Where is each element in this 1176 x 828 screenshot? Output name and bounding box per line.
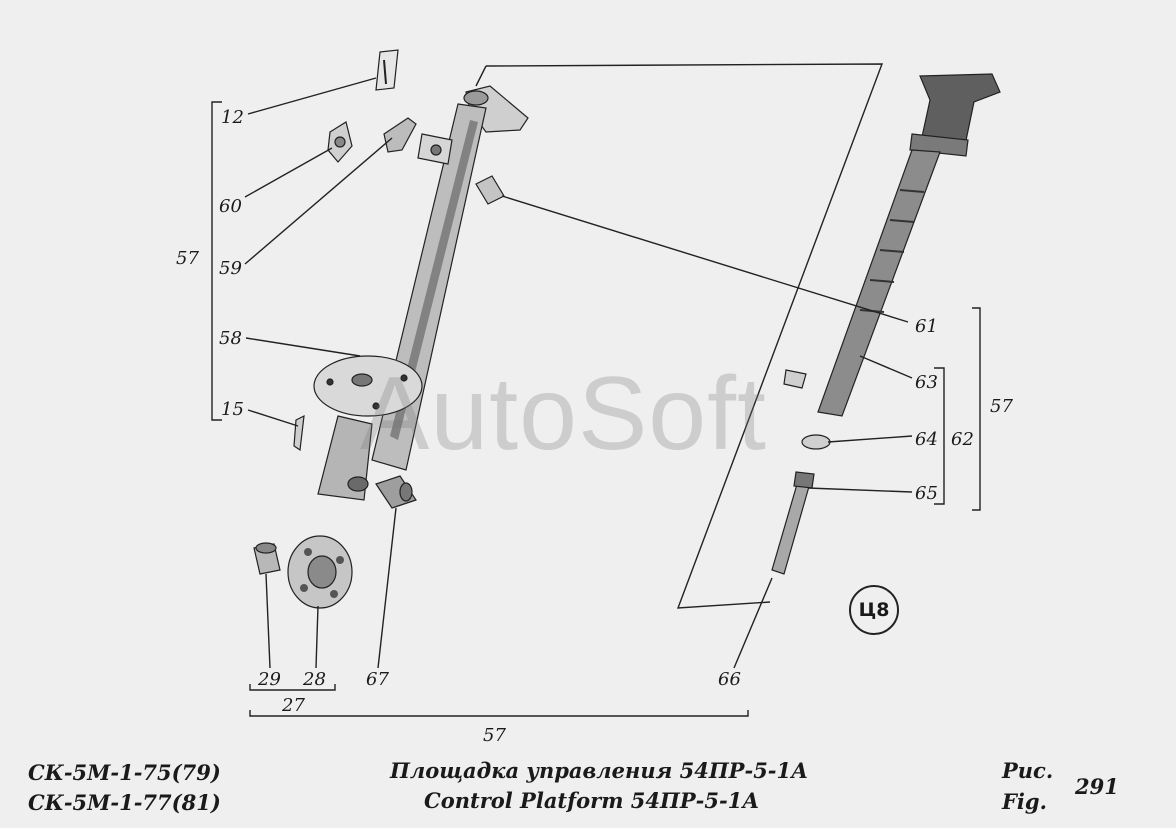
section-badge: Ц8 <box>849 585 899 635</box>
pin-12 <box>375 49 399 91</box>
fig-label-ru: Рис. <box>1002 758 1054 783</box>
cotter-pin-15 <box>293 414 305 452</box>
callout-28: 28 <box>302 669 326 690</box>
callout-60: 60 <box>219 196 242 217</box>
steering-column <box>313 85 529 501</box>
callout-64: 64 <box>915 429 938 450</box>
fig-label-en: Fig. <box>1002 789 1047 814</box>
leader-lines <box>244 63 913 669</box>
callout-12: 12 <box>221 107 244 128</box>
washer-64 <box>801 434 831 450</box>
model-line-1: СК-5М-1-75(79) <box>28 760 221 785</box>
callout-66: 66 <box>718 669 741 690</box>
callout-29: 29 <box>257 669 281 690</box>
wheel-28 <box>287 535 353 609</box>
model-line-2: СК-5М-1-77(81) <box>28 790 221 815</box>
bolt-62 <box>783 369 807 389</box>
callout-57-bottom: 57 <box>483 725 506 746</box>
callout-57-left: 57 <box>176 248 199 269</box>
callout-15: 15 <box>221 399 244 420</box>
callout-59: 59 <box>219 258 242 279</box>
brackets <box>211 101 981 717</box>
bushing-67 <box>375 475 417 509</box>
callout-63: 63 <box>915 372 938 393</box>
callout-57-right: 57 <box>990 396 1013 417</box>
callout-58: 58 <box>219 328 242 349</box>
handle-screw-63 <box>817 73 1001 417</box>
title-en: Control Platform 54ПР-5-1А <box>424 788 760 813</box>
callout-62: 62 <box>951 429 974 450</box>
callout-65: 65 <box>915 483 938 504</box>
rod-66 <box>771 471 815 575</box>
bushing-29 <box>253 542 281 575</box>
plate-60 <box>327 121 353 163</box>
callout-27: 27 <box>281 695 305 716</box>
title-ru: Площадка управления 54ПР-5-1А <box>390 758 809 783</box>
bushing-61 <box>475 175 505 205</box>
fig-number: 291 <box>1075 774 1119 799</box>
callouts: 12 60 57 59 58 15 61 63 57 64 62 65 29 2… <box>176 107 1013 746</box>
callout-67: 67 <box>366 669 389 690</box>
lever-59 <box>383 117 417 153</box>
callout-61: 61 <box>915 316 938 337</box>
